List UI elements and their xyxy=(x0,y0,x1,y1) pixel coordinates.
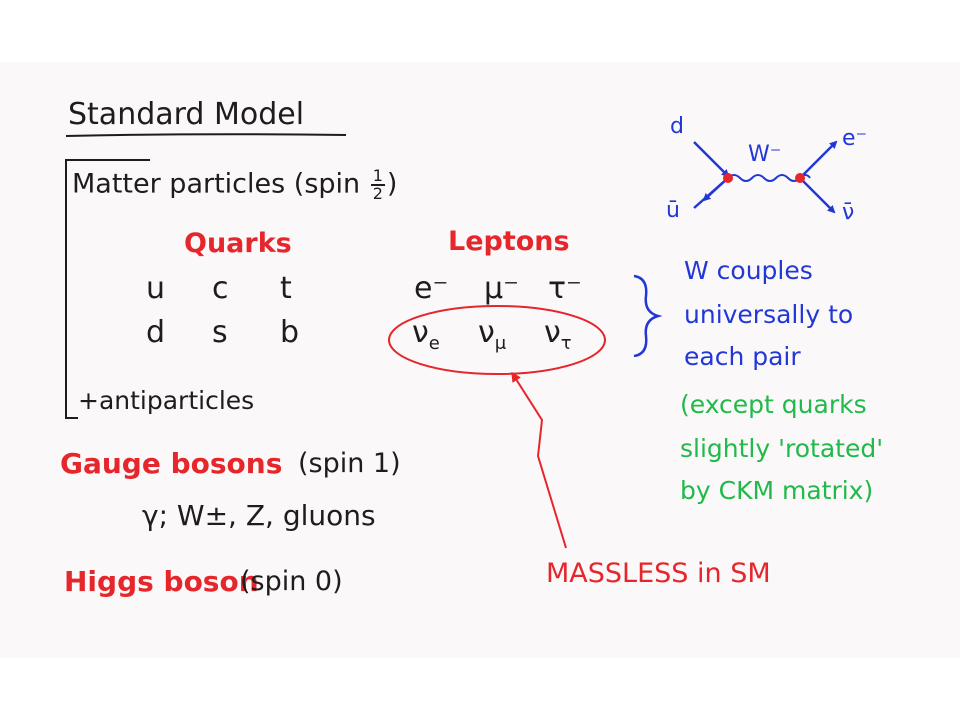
exception-note-line3: by CKM matrix) xyxy=(680,476,874,505)
matter-bracket xyxy=(65,159,150,419)
coupling-note-line2: universally to xyxy=(684,300,854,329)
quark-c: c xyxy=(212,271,229,306)
neutrino-tau-subscript: τ xyxy=(560,333,572,354)
spin-numerator: 1 xyxy=(370,166,385,186)
feynman-e-line xyxy=(799,140,838,179)
feynman-vertex-left xyxy=(723,173,733,183)
higgs-boson-label: Higgs boson xyxy=(64,565,259,598)
quark-b: b xyxy=(280,315,300,350)
lepton-pair-brace xyxy=(633,274,663,358)
neutrino-tau-symbol: ν xyxy=(544,315,561,350)
feynman-ubar-label: ū xyxy=(666,198,680,223)
feynman-nubar-label: ν̄ xyxy=(842,200,855,225)
spin-denominator: 2 xyxy=(372,184,383,203)
neutrino-e: νe xyxy=(412,318,440,353)
quark-t: t xyxy=(280,271,292,306)
massless-arrow xyxy=(511,371,567,549)
quarks-label: Quarks xyxy=(184,228,292,259)
title-underline xyxy=(65,133,347,137)
massless-note: MASSLESS in SM xyxy=(546,558,771,589)
quark-u: u xyxy=(146,271,166,306)
feynman-d-label: d xyxy=(670,114,684,139)
neutrino-mu-symbol: ν xyxy=(478,315,495,350)
slide-canvas xyxy=(0,62,960,658)
lepton-tau: τ⁻ xyxy=(548,271,582,306)
feynman-e-label: e⁻ xyxy=(842,126,868,151)
feynman-d-line xyxy=(693,141,730,178)
coupling-note-line1: W couples xyxy=(684,256,813,285)
feynman-vertex-right xyxy=(795,173,805,183)
gauge-bosons-spin: (spin 1) xyxy=(298,448,401,479)
coupling-note-line3: each pair xyxy=(684,342,801,371)
antiparticles-label: +antiparticles xyxy=(78,386,255,415)
neutrino-e-symbol: ν xyxy=(412,315,429,350)
gauge-bosons-members: γ; W±, Z, gluons xyxy=(142,499,376,532)
neutrino-tau: ντ xyxy=(544,318,572,353)
exception-note-line2: slightly 'rotated' xyxy=(680,434,884,463)
lepton-electron: e⁻ xyxy=(414,271,449,306)
quark-s: s xyxy=(212,315,228,350)
gauge-bosons-label: Gauge bosons xyxy=(60,447,283,480)
feynman-nubar-line xyxy=(799,177,836,214)
neutrino-e-subscript: e xyxy=(428,333,440,354)
quark-d: d xyxy=(146,315,166,350)
neutrino-mu-subscript: μ xyxy=(494,333,507,354)
leptons-label: Leptons xyxy=(448,226,570,257)
exception-note-line1: (except quarks xyxy=(680,390,867,419)
feynman-w-label: W⁻ xyxy=(748,142,782,167)
matter-heading-suffix: ) xyxy=(386,168,398,200)
feynman-ubar-arrow xyxy=(702,177,729,202)
lepton-muon: μ⁻ xyxy=(484,271,519,306)
higgs-boson-spin: (spin 0) xyxy=(240,566,343,597)
neutrino-ellipse xyxy=(388,305,606,375)
matter-heading-prefix: Matter particles (spin xyxy=(72,168,369,200)
slide-title: Standard Model xyxy=(68,97,305,132)
neutrino-mu: νμ xyxy=(478,318,506,353)
